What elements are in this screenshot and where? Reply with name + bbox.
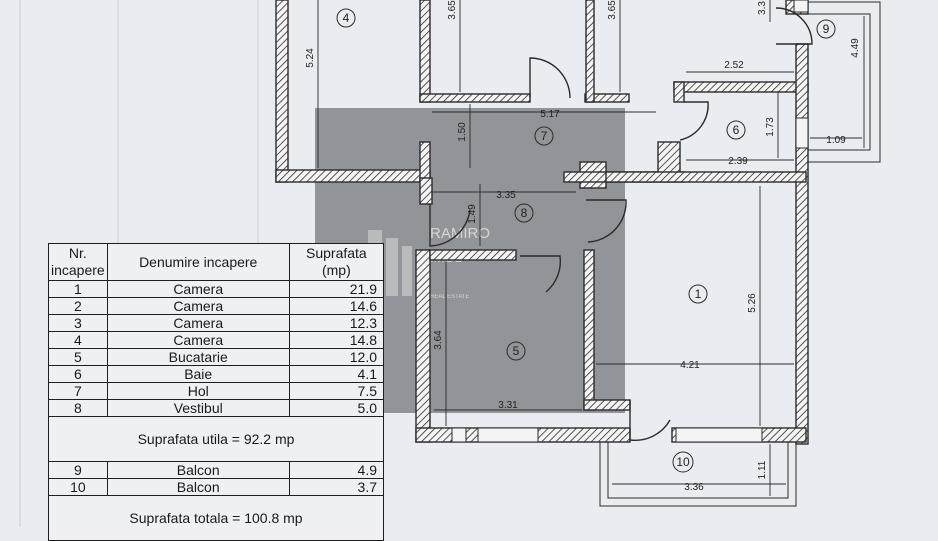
cell-name: Camera	[106, 331, 290, 349]
cell-name: Balcon	[106, 478, 290, 496]
cell-nr: 4	[48, 331, 108, 349]
room-marker-10	[672, 451, 694, 473]
cell-area: 4.9	[288, 461, 385, 479]
floor-plan-drawing: RAMIRO IMOB REAL ESTATE	[19, 0, 881, 527]
cell-nr: 5	[48, 348, 108, 366]
dimension-150: 1.50	[457, 122, 468, 142]
dimension-364: 3.64	[433, 330, 444, 350]
cell-name: Baie	[106, 365, 290, 383]
cell-name: Balcon	[106, 461, 290, 479]
dimension-149: 1.49	[467, 204, 478, 224]
cell-name: Vestibul	[106, 399, 290, 417]
header-name: Denumire incapere	[106, 243, 290, 281]
windows	[451, 0, 809, 443]
cell-area: 7.5	[288, 382, 385, 400]
room-numbers: 4 9 7 6 8 1 5 10	[343, 11, 830, 469]
cell-area: 12.0	[288, 348, 385, 366]
cell-nr: 7	[48, 382, 108, 400]
table-row: 6 Baie 4.1	[48, 365, 385, 383]
room-markers	[336, 8, 836, 473]
cell-nr: 1	[48, 280, 108, 298]
dimension-336: 3.36	[684, 482, 704, 493]
cell-area: 14.8	[288, 331, 385, 349]
table-row: 10 Balcon 3.7	[48, 478, 385, 496]
table-row: 3 Camera 12.3	[48, 314, 385, 332]
dimension-526: 5.26	[747, 293, 758, 313]
watermark-text-3: REAL ESTATE	[430, 294, 470, 300]
rooms-table: Nr. incapere Denumire incapere Suprafata…	[48, 243, 385, 541]
dimension-517: 5.17	[540, 109, 560, 120]
table-row: 1 Camera 21.9	[48, 280, 385, 298]
cell-nr: 3	[48, 314, 108, 332]
cell-name: Hol	[106, 382, 290, 400]
doors	[429, 7, 813, 442]
table-header-row: Nr. incapere Denumire incapere Suprafata…	[48, 243, 385, 281]
cell-area: 5.0	[288, 399, 385, 417]
table-row: 9 Balcon 4.9	[48, 461, 385, 479]
cell-area: 14.6	[288, 297, 385, 315]
header-area: Suprafata (mp)	[288, 243, 385, 281]
header-nr: Nr. incapere	[48, 243, 108, 281]
room-number-4: 4	[343, 11, 350, 25]
total-area-row: Suprafata totala = 100.8 mp	[48, 495, 384, 541]
room-number-9: 9	[823, 22, 830, 36]
room-marker-7	[534, 126, 554, 146]
cell-nr: 8	[48, 399, 108, 417]
total-area-text: Suprafata totala = 100.8 mp	[48, 495, 384, 541]
room-marker-8	[514, 203, 534, 223]
room-marker-4	[336, 8, 356, 28]
dimension-331: 3.31	[498, 400, 518, 411]
dimension-449: 4.49	[850, 38, 861, 58]
dimension-33: 3.3	[757, 1, 768, 15]
cell-area: 4.1	[288, 365, 385, 383]
dimension-421: 4.21	[680, 360, 700, 371]
cell-nr: 10	[48, 478, 108, 496]
table-row: 4 Camera 14.8	[48, 331, 385, 349]
table-row: 2 Camera 14.6	[48, 297, 385, 315]
cell-nr: 9	[48, 461, 108, 479]
cell-area: 3.7	[288, 478, 385, 496]
room-number-7: 7	[541, 129, 548, 143]
useful-area-row: Suprafata utila = 92.2 mp	[48, 416, 384, 462]
cell-name: Bucatarie	[106, 348, 290, 366]
room-number-1: 1	[695, 287, 702, 301]
room-number-6: 6	[733, 123, 740, 137]
dimension-252: 2.52	[724, 60, 744, 71]
dimension-239: 2.39	[728, 156, 748, 167]
cell-area: 21.9	[288, 280, 385, 298]
cell-nr: 6	[48, 365, 108, 383]
table-row: 7 Hol 7.5	[48, 382, 385, 400]
table-row: 5 Bucatarie 12.0	[48, 348, 385, 366]
dimension-109: 1.09	[826, 135, 846, 146]
dimension-335: 3.35	[496, 190, 516, 201]
dimension-173: 1.73	[765, 117, 776, 137]
cell-name: Camera	[106, 280, 290, 298]
dimension-524: 5.24	[305, 48, 316, 68]
room-marker-9	[816, 19, 836, 39]
dimension-labels: 5.24 3.65 3.65 3.3 4.49 2.52 5.17 1.50 1…	[305, 0, 861, 493]
cell-area: 12.3	[288, 314, 385, 332]
dimension-365-a: 3.65	[447, 0, 458, 20]
cell-name: Camera	[106, 314, 290, 332]
balcony-outlines	[599, 1, 881, 507]
cell-name: Camera	[106, 297, 290, 315]
dimension-lines	[317, 0, 865, 496]
dimension-111: 1.11	[757, 460, 768, 479]
room-marker-5	[506, 341, 526, 361]
cell-nr: 2	[48, 297, 108, 315]
dimension-365-b: 3.65	[607, 0, 618, 20]
room-number-8: 8	[521, 206, 528, 220]
room-number-10: 10	[676, 455, 690, 469]
watermark-text-1: RAMIRO	[430, 225, 490, 242]
useful-area-text: Suprafata utila = 92.2 mp	[48, 416, 384, 462]
table-row: 8 Vestibul 5.0	[48, 399, 385, 417]
room-number-5: 5	[513, 344, 520, 358]
room-marker-1	[688, 284, 708, 304]
room-marker-6	[726, 120, 746, 140]
floor-plan: RAMIRO IMOB REAL ESTATE	[19, 0, 881, 541]
